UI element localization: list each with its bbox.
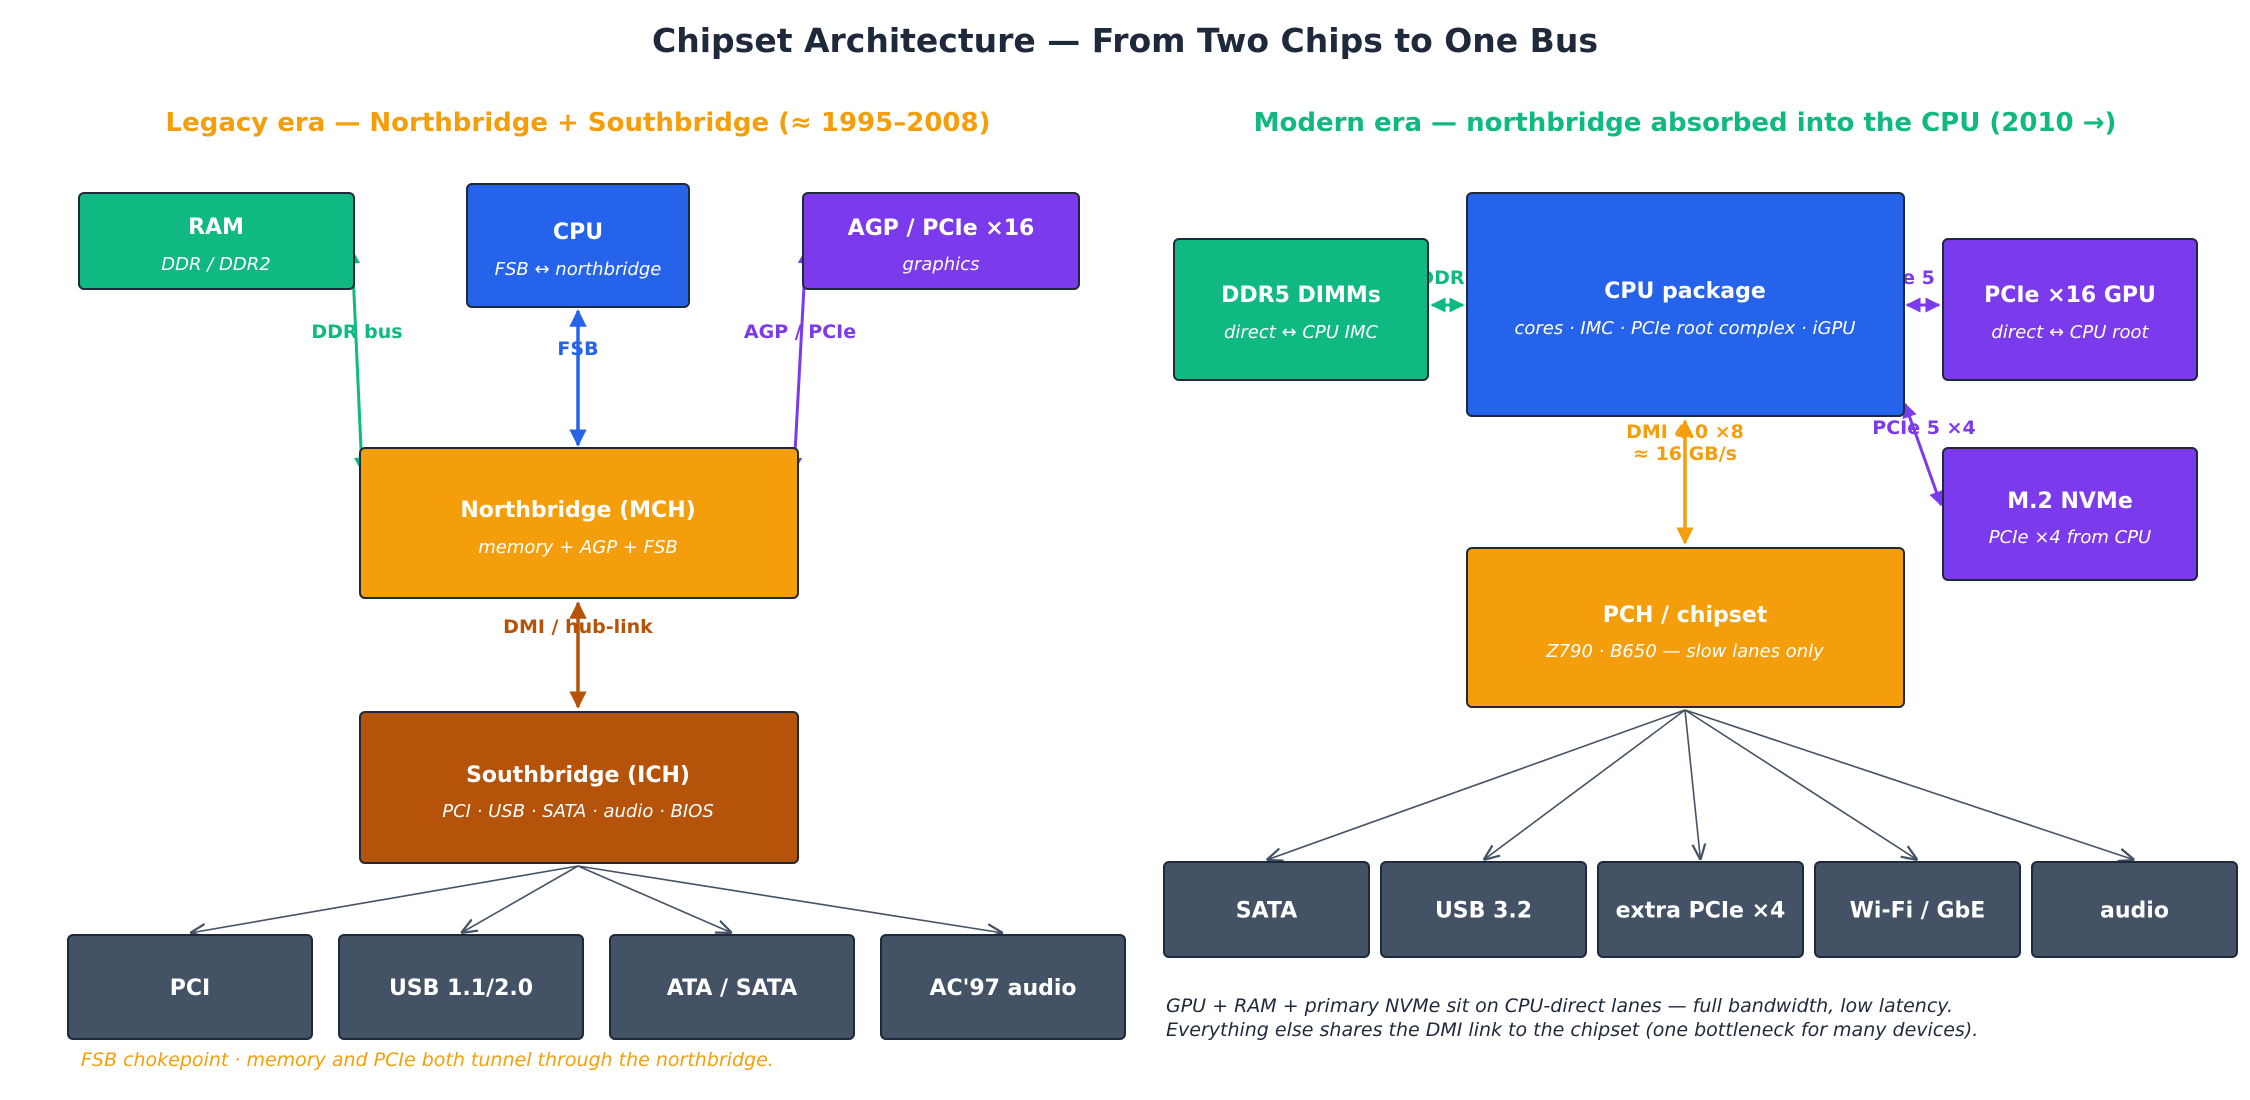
modern-leaf-edge-audio	[1684, 709, 2135, 860]
modern-leaf-label: Wi-Fi / GbE	[1850, 899, 1986, 924]
legacy-heading: Legacy era — Northbridge + Southbridge (…	[166, 108, 991, 138]
legacy-leaves: PCI USB 1.1/2.0 ATA / SATA AC'97 audio	[67, 865, 1126, 1040]
legacy-leaf-edge-usb-1-1-2-0	[461, 865, 579, 933]
legacy-leaf-label: USB 1.1/2.0	[389, 976, 533, 1001]
legacy-fsb-label: FSB	[557, 338, 598, 360]
modern-pcie5x4-edge	[1902, 402, 1944, 507]
legacy-leaf-edge-ata-sata	[577, 865, 732, 933]
modern-dmi-label-line2: ≈ 16 GB/s	[1633, 443, 1737, 465]
modern-leaf-edge-extra-pcie-4	[1684, 709, 1701, 860]
legacy-ram-title: RAM	[188, 215, 244, 240]
legacy-ddr-bus-label: DDR bus	[311, 321, 402, 343]
modern-nvme-node: M.2 NVMe PCIe ×4 from CPU	[1942, 447, 2198, 581]
legacy-northbridge-title: Northbridge (MCH)	[460, 498, 695, 523]
modern-leaf-label: SATA	[1236, 899, 1298, 924]
legacy-ram-sub: DDR / DDR2	[161, 254, 270, 275]
legacy-ram-node: RAM DDR / DDR2	[78, 192, 355, 290]
modern-gpu-sub: direct ↔ CPU root	[1991, 322, 2149, 343]
legacy-section: Legacy era — Northbridge + Southbridge (…	[67, 108, 1126, 1071]
legacy-note: FSB chokepoint · memory and PCIe both tu…	[81, 1049, 774, 1071]
modern-gpu-node: PCIe ×16 GPU direct ↔ CPU root	[1942, 238, 2198, 381]
legacy-leaf-edge-pci	[190, 865, 579, 933]
modern-leaves: SATA USB 3.2 extra PCIe ×4 Wi-Fi / GbE audio	[1163, 709, 2238, 958]
modern-nvme-title: M.2 NVMe	[2007, 489, 2132, 514]
modern-cpu-node: CPU package cores · IMC · PCIe root comp…	[1466, 192, 1905, 417]
modern-ddr5-sub: direct ↔ CPU IMC	[1224, 322, 1379, 343]
legacy-agp-title: AGP / PCIe ×16	[848, 216, 1035, 241]
modern-leaf-audio: audio	[2031, 861, 2238, 958]
modern-leaf-edge-wi-fi-gbe	[1684, 709, 1918, 860]
legacy-leaf-edge-ac-97-audio	[577, 865, 1003, 933]
legacy-agp-label: AGP / PCIe	[744, 321, 856, 343]
legacy-cpu-node: CPU FSB ↔ northbridge	[466, 183, 690, 308]
legacy-leaf-label: PCI	[170, 976, 210, 1001]
modern-dmi-label-line1: DMI 4.0 ×8	[1626, 421, 1744, 443]
modern-note-line2: Everything else shares the DMI link to t…	[1166, 1019, 1978, 1041]
modern-heading: Modern era — northbridge absorbed into t…	[1254, 108, 2117, 138]
modern-section: Modern era — northbridge absorbed into t…	[1163, 108, 2238, 1041]
modern-note-line1: GPU + RAM + primary NVMe sit on CPU-dire…	[1166, 995, 1953, 1017]
modern-ddr5-title: DDR5 DIMMs	[1221, 283, 1381, 308]
modern-leaf-usb-3-2: USB 3.2	[1380, 861, 1587, 958]
modern-leaf-wi-fi-gbe: Wi-Fi / GbE	[1814, 861, 2021, 958]
legacy-southbridge-sub: PCI · USB · SATA · audio · BIOS	[442, 801, 714, 822]
legacy-leaf-label: AC'97 audio	[929, 976, 1076, 1001]
legacy-cpu-sub: FSB ↔ northbridge	[495, 259, 662, 280]
modern-pch-node: PCH / chipset Z790 · B650 — slow lanes o…	[1466, 547, 1905, 708]
legacy-leaf-ata-sata: ATA / SATA	[609, 934, 855, 1040]
modern-leaf-edge-usb-3-2	[1484, 709, 1686, 860]
modern-ddr5-label: DDR5	[1418, 267, 1477, 289]
legacy-southbridge-title: Southbridge (ICH)	[466, 763, 690, 788]
legacy-northbridge-node: Northbridge (MCH) memory + AGP + FSB	[359, 447, 799, 599]
modern-leaf-edge-sata	[1267, 709, 1686, 860]
legacy-agp-sub: graphics	[903, 254, 980, 275]
modern-leaf-sata: SATA	[1163, 861, 1370, 958]
modern-gpu-title: PCIe ×16 GPU	[1984, 283, 2156, 308]
legacy-agp-node: AGP / PCIe ×16 graphics	[802, 192, 1080, 290]
legacy-dmi-label: DMI / hub-link	[503, 616, 653, 638]
legacy-leaf-label: ATA / SATA	[667, 976, 798, 1001]
modern-leaf-label: extra PCIe ×4	[1616, 899, 1786, 924]
legacy-leaf-ac-97-audio: AC'97 audio	[880, 934, 1126, 1040]
legacy-cpu-title: CPU	[553, 220, 603, 245]
legacy-leaf-pci: PCI	[67, 934, 313, 1040]
modern-pcie5x4-label: PCIe 5 ×4	[1872, 417, 1975, 439]
diagram-title: Chipset Architecture — From Two Chips to…	[652, 21, 1598, 60]
legacy-leaf-usb-1-1-2-0: USB 1.1/2.0	[338, 934, 584, 1040]
modern-nvme-sub: PCIe ×4 from CPU	[1989, 527, 2151, 548]
modern-cpu-sub: cores · IMC · PCIe root complex · iGPU	[1515, 318, 1856, 339]
modern-cpu-title: CPU package	[1604, 279, 1766, 304]
modern-pch-title: PCH / chipset	[1603, 603, 1768, 628]
legacy-northbridge-sub: memory + AGP + FSB	[478, 537, 678, 558]
modern-leaf-label: USB 3.2	[1435, 899, 1532, 924]
legacy-southbridge-node: Southbridge (ICH) PCI · USB · SATA · aud…	[359, 711, 799, 864]
modern-leaf-extra-pcie-4: extra PCIe ×4	[1597, 861, 1804, 958]
modern-leaf-label: audio	[2100, 899, 2169, 924]
modern-ddr5-node: DDR5 DIMMs direct ↔ CPU IMC	[1173, 238, 1429, 381]
modern-pch-sub: Z790 · B650 — slow lanes only	[1545, 641, 1824, 662]
